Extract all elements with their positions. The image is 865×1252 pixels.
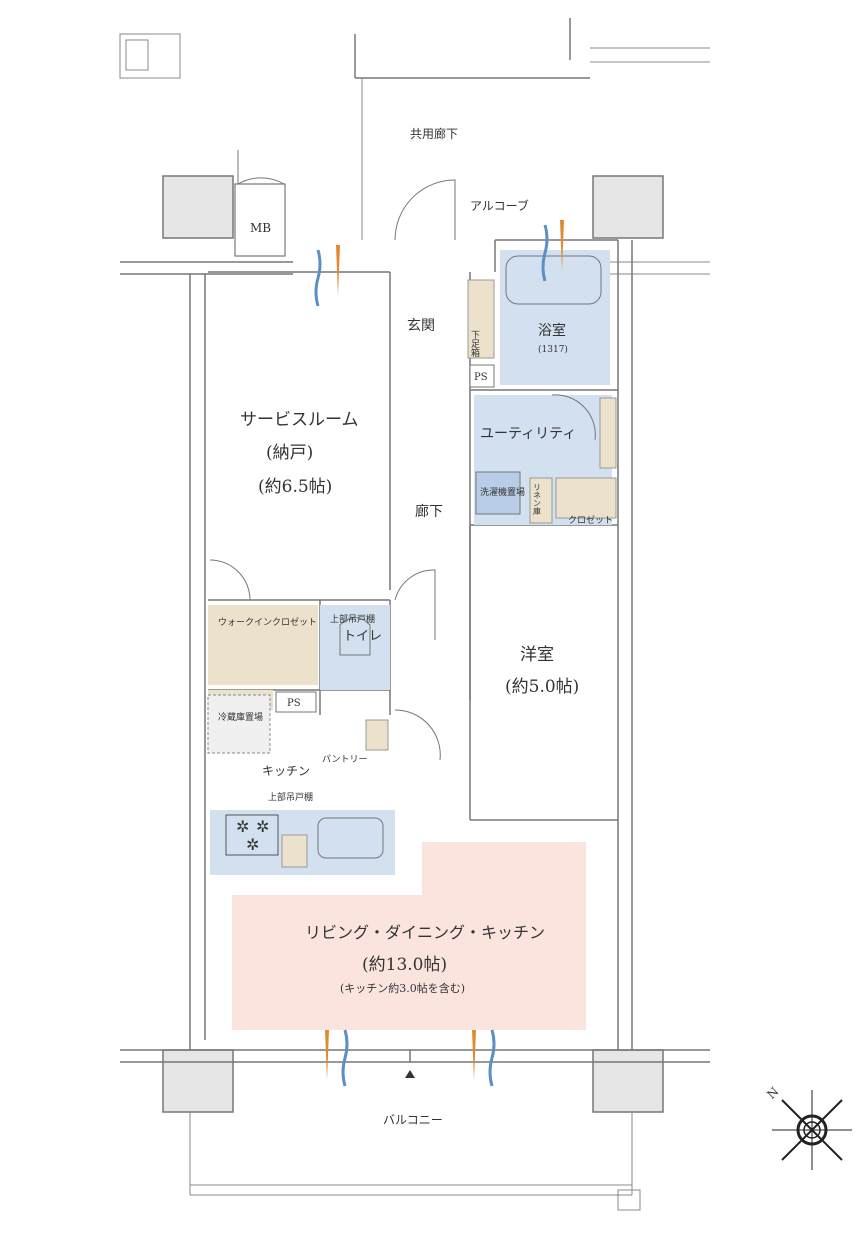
ldk-note-label: (キッチン約3.0帖を含む) bbox=[340, 981, 465, 995]
airflow-markers bbox=[314, 220, 564, 1087]
service-room-size-label: (約6.5帖) bbox=[258, 477, 332, 497]
western-room-label: 洋室 bbox=[520, 645, 554, 665]
ldk-label: リビング・ダイニング・キッチン bbox=[305, 923, 545, 942]
ps-entrance-label: PS bbox=[474, 372, 488, 383]
svg-text:✲: ✲ bbox=[256, 817, 269, 836]
fridge-label: 冷蔵庫置場 bbox=[218, 711, 263, 723]
toilet-label: トイレ bbox=[343, 629, 382, 644]
ps-kitchen-label: PS bbox=[287, 698, 301, 709]
svg-text:✲: ✲ bbox=[246, 835, 259, 854]
alcove-label: アルコーブ bbox=[470, 198, 529, 213]
toilet-cabinet-label: 上部吊戸棚 bbox=[330, 613, 375, 625]
upper-structure bbox=[119, 18, 710, 240]
balcony-label: バルコニー bbox=[383, 1113, 443, 1127]
meter-box bbox=[234, 150, 286, 257]
western-room-size-label: (約5.0帖) bbox=[505, 677, 579, 697]
room-labels: 共用廊下 アルコーブ MB 玄関 下足箱 浴室 (1317) PS サービスルー… bbox=[218, 126, 782, 1127]
compass-icon bbox=[772, 1090, 852, 1170]
storage-areas bbox=[208, 279, 617, 868]
shoe-box-label: 下足箱 bbox=[469, 330, 480, 358]
service-room-sub-label: (納戸) bbox=[266, 443, 313, 463]
washer-label: 洗濯機置場 bbox=[480, 486, 525, 498]
mb-label: MB bbox=[250, 221, 271, 235]
stove: ✲ ✲ ✲ bbox=[225, 814, 279, 856]
service-room-label: サービスルーム bbox=[240, 410, 359, 430]
linen-label: リネン庫 bbox=[533, 483, 542, 516]
bath-size-label: (1317) bbox=[538, 344, 568, 355]
utility-label: ユーティリティ bbox=[480, 426, 576, 442]
north-label: N bbox=[764, 1084, 781, 1101]
ldk-size-label: (約13.0帖) bbox=[362, 955, 447, 975]
closet-small-label: クロゼット bbox=[568, 514, 613, 526]
entrance-label: 玄関 bbox=[407, 317, 435, 334]
doors bbox=[209, 179, 596, 1078]
structural-walls bbox=[120, 175, 710, 1211]
shared-corridor-label: 共用廊下 bbox=[410, 126, 458, 141]
pantry-label: パントリー bbox=[322, 754, 367, 765]
ldk-area bbox=[232, 842, 586, 1030]
walkin-closet-label: ウォークインクロゼット bbox=[218, 616, 317, 628]
svg-text:✲: ✲ bbox=[236, 817, 249, 836]
fridge-space bbox=[207, 694, 271, 754]
kitchen-label: キッチン bbox=[262, 764, 310, 778]
wet-areas bbox=[210, 250, 612, 875]
kitchen-cabinet-label: 上部吊戸棚 bbox=[268, 791, 313, 803]
bath-label: 浴室 bbox=[538, 322, 566, 339]
hallway-label: 廊下 bbox=[415, 503, 443, 520]
